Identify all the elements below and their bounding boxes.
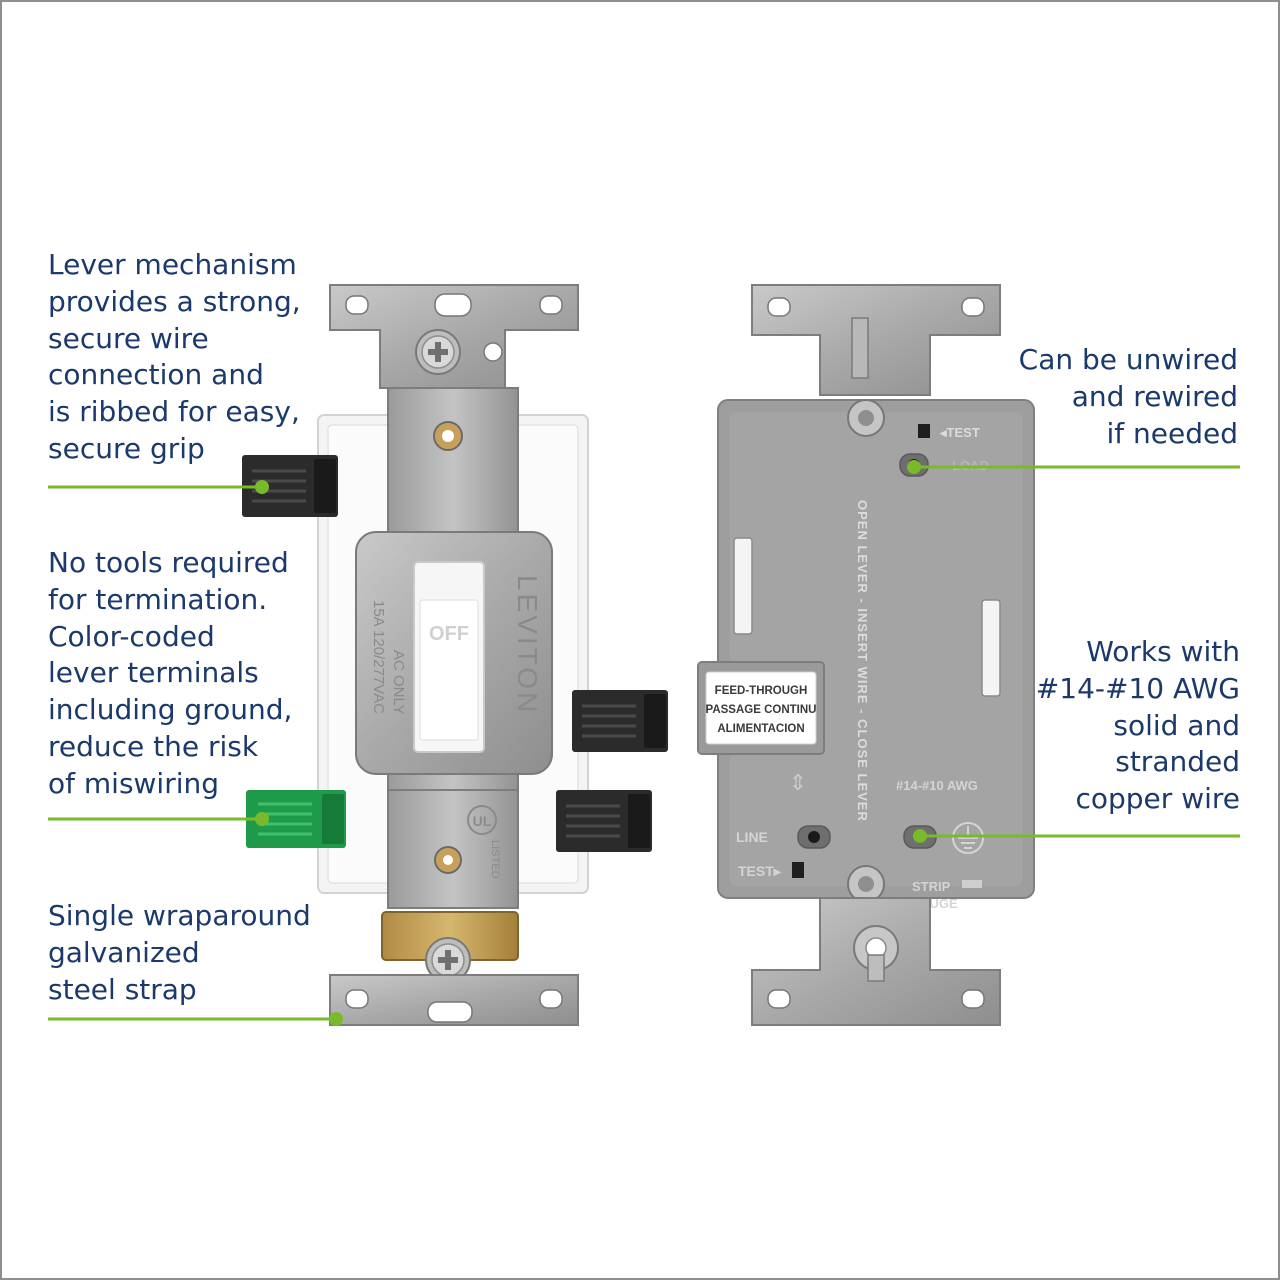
test-slot — [918, 424, 930, 438]
ul-mark-icon — [467, 805, 497, 835]
mounting-hole-icon — [539, 989, 563, 1009]
mounting-hole-icon — [961, 989, 985, 1009]
lever-terminal-ground-green — [246, 790, 346, 848]
switch-front: OFF LEVITON 15A 120/277VAC AC ONLY UL LI… — [240, 284, 670, 1026]
mounting-hole-icon — [345, 989, 369, 1009]
screw-icon — [415, 329, 461, 375]
callout-rewire: Can be unwired and rewired if needed — [1018, 343, 1238, 450]
bottom-mounting-ear — [329, 974, 579, 1026]
svg-text:PASSAGE CONTINU: PASSAGE CONTINU — [706, 704, 817, 716]
svg-text:UL: UL — [473, 813, 492, 829]
mounting-slot-icon — [434, 293, 472, 317]
lever-terminal-black — [554, 788, 654, 854]
switch-back: ◂TEST LOAD OPEN LEVER - INSERT WIRE - CL… — [697, 284, 1035, 1026]
feedthrough-label — [705, 671, 817, 745]
lever-instruction-label: OPEN LEVER - INSERT WIRE - CLOSE LEVER — [855, 500, 870, 822]
test-top-label: ◂TEST — [939, 425, 980, 440]
callout-dot-icon — [255, 812, 269, 826]
mounting-hole-icon — [539, 295, 563, 315]
double-arrow-icon: ⇕ — [789, 770, 807, 795]
test-slot — [792, 862, 804, 878]
callout-dot-icon — [913, 829, 927, 843]
callout-dot-icon — [907, 460, 921, 474]
mounting-hole-icon — [961, 297, 985, 317]
svg-text:ALIMENTACION: ALIMENTACION — [717, 723, 804, 735]
ground-symbol-icon — [952, 822, 984, 854]
svg-text:FEED-THROUGH: FEED-THROUGH — [715, 685, 808, 697]
line-label: LINE — [736, 829, 768, 845]
ac-only-label: AC ONLY — [390, 650, 407, 715]
awg-label: #14-#10 AWG — [896, 778, 978, 793]
callout-dot-icon — [329, 1012, 343, 1026]
callout-leaders — [48, 460, 1240, 1026]
callout-dot-icon — [255, 480, 269, 494]
ground-stud — [851, 317, 869, 379]
callout-steel-strap: Single wraparound galvanized steel strap — [48, 899, 311, 1006]
toggle-label: OFF — [429, 623, 469, 645]
callout-lever-mechanism: Lever mechanism provides a strong, secur… — [48, 248, 301, 465]
listed-label: LISTED — [489, 840, 501, 879]
rating-label: 15A 120/277VAC — [370, 600, 387, 714]
test-bottom-label: TEST▸ — [738, 863, 782, 879]
top-mounting-ear — [751, 284, 1001, 396]
brand-label: LEVITON — [512, 575, 543, 715]
lever-terminal-black — [570, 688, 670, 754]
callout-awg: Works with #14-#10 AWG solid and strande… — [1035, 635, 1240, 816]
mounting-hole-icon — [767, 989, 791, 1009]
strip-gauge-icon — [962, 880, 982, 888]
strip-label: STRIP — [912, 879, 951, 894]
callout-no-tools: No tools required for termination. Color… — [48, 546, 293, 800]
mounting-slot-icon — [427, 1001, 473, 1023]
mounting-hole-icon — [767, 297, 791, 317]
mounting-hole-icon — [345, 295, 369, 315]
